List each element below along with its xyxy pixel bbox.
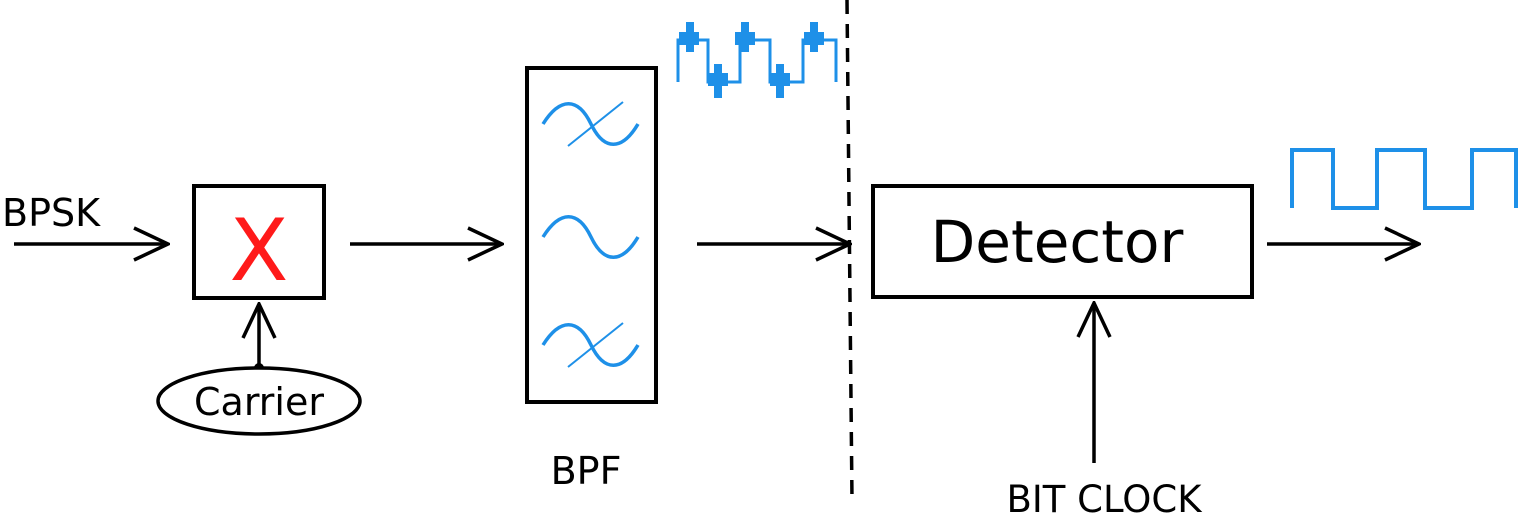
bpsk-label: BPSK [2, 191, 101, 235]
multiplier-symbol: X [230, 201, 289, 301]
carrier-label: Carrier [194, 380, 324, 424]
section-divider [845, 0, 854, 501]
waveform-noise-spikes [679, 22, 824, 98]
recovered-data-waveform [1290, 148, 1518, 210]
multiplier-block [192, 184, 326, 300]
carrier-oscillator [156, 366, 362, 436]
bit-clock-label: BIT CLOCK [1006, 478, 1203, 521]
bpf-label: BPF [551, 449, 622, 493]
bpf-middle-sine-icon [541, 215, 640, 259]
detector-block [871, 184, 1254, 299]
bpf-bottom-sine-icon [541, 323, 640, 367]
bpf-bottom-strike-icon [567, 322, 624, 368]
bpf-top-sine-icon [541, 102, 640, 146]
detector-label: Detector [931, 208, 1184, 276]
bpf-top-strike-icon [567, 101, 624, 147]
